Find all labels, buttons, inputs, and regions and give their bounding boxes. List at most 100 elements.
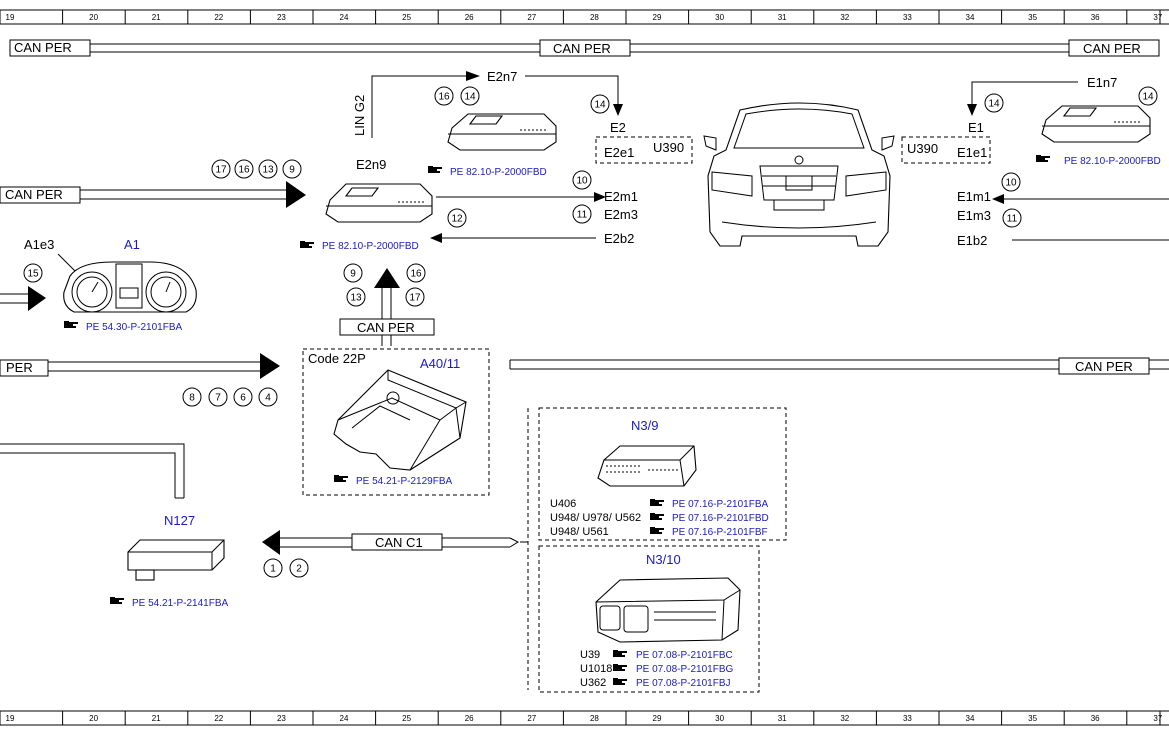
connector-circle	[182, 387, 202, 407]
e2m1-label: E2m1	[604, 189, 638, 204]
n3-9-label: N3/9	[631, 418, 658, 433]
n3-9-code: U406	[550, 498, 576, 510]
connector-number: 6	[240, 393, 246, 404]
connector-circle	[234, 159, 254, 179]
can-per-arrow-upper: CAN PER	[0, 181, 306, 208]
can-c1-label: CAN C1	[375, 535, 423, 550]
connector-number: 14	[594, 100, 606, 111]
connector-number: 16	[238, 165, 250, 176]
a1-instrument-cluster: A1e3 A1 PE 54.30-P-2101FBA	[24, 237, 197, 333]
lin-g2-label: LIN G2	[352, 95, 367, 136]
ruler-number: 19	[6, 13, 15, 22]
can-per-label-cut: CAN PER	[5, 187, 63, 202]
connector-number: 11	[1007, 214, 1018, 225]
ruler-number: 25	[402, 13, 411, 22]
ruler-number: 29	[653, 13, 662, 22]
n3-10-label: N3/10	[646, 552, 681, 567]
a40-11-ref: PE 54.21-P-2129FBA	[356, 476, 452, 487]
ruler-number: 21	[152, 13, 161, 22]
connector-number: 16	[410, 269, 422, 280]
code-22p-label: Code 22P	[308, 351, 366, 366]
connector-number: 12	[451, 214, 463, 225]
ruler-number: 24	[340, 714, 349, 723]
connector-number: 7	[215, 393, 221, 404]
ruler-number: 35	[1028, 13, 1037, 22]
connector-circle	[282, 159, 302, 179]
can-per-label-vertical: CAN PER	[357, 320, 415, 335]
ruler-number: 27	[527, 714, 536, 723]
connector-circle	[1002, 208, 1022, 228]
n3-9-code: U948/ U978/ U562	[550, 512, 641, 524]
connector-circle	[590, 94, 610, 114]
e1-label: E1	[968, 120, 984, 135]
connector-number: 13	[262, 165, 274, 176]
ruler-number: 28	[590, 13, 599, 22]
connector-number: 13	[350, 293, 362, 304]
ruler-number: 23	[277, 714, 286, 723]
e1m1-label: E1m1	[957, 189, 991, 204]
ruler-number: 36	[1091, 13, 1100, 22]
e1n7-module: PE 82.10-P-2000FBD	[1036, 105, 1161, 167]
can-per-bus-top: CAN PER CAN PER CAN PER	[9, 39, 1160, 57]
e1m3-label: E1m3	[957, 208, 991, 223]
ruler-number: 21	[152, 714, 161, 723]
ruler-number: 32	[840, 714, 849, 723]
can-per-label-middle-right: CAN PER	[1075, 359, 1133, 374]
connector-number: 8	[189, 393, 195, 404]
connector-number: 1	[270, 564, 276, 575]
ruler-number: 35	[1028, 714, 1037, 723]
connector-number: 14	[988, 99, 1000, 110]
ruler-number: 32	[840, 13, 849, 22]
ruler-number: 30	[715, 13, 724, 22]
a40-11-label: A40/11	[420, 356, 460, 371]
ruler-number: 25	[402, 714, 411, 723]
e1e1-label: E1e1	[957, 145, 987, 160]
connector-circle	[984, 93, 1004, 113]
e2n7-ref: PE 82.10-P-2000FBD	[450, 167, 547, 178]
can-per-bus-middle: PER CAN PER	[0, 353, 1169, 379]
connector-number: 2	[296, 564, 302, 575]
n3-10-ref: PE 07.08-P-2101FBC	[636, 650, 733, 661]
e2m3-label: E2m3	[604, 207, 638, 222]
connector-circle	[233, 387, 253, 407]
ruler-number: 24	[340, 13, 349, 22]
can-per-arrow-vertical: CAN PER	[339, 268, 435, 346]
can-per-label-center: CAN PER	[553, 41, 611, 56]
a1-label: A1	[124, 237, 140, 252]
connector-circle	[405, 287, 425, 307]
a1-ref: PE 54.30-P-2101FBA	[86, 322, 182, 333]
e1n7-label: E1n7	[1087, 75, 1117, 90]
ruler-number: 37	[1153, 13, 1162, 22]
connector-circle	[572, 170, 592, 190]
e2-headlamp: E2 E2e1 U390	[595, 120, 693, 164]
connector-number: 10	[1005, 178, 1017, 189]
n3-9-code: U948/ U561	[550, 526, 609, 538]
ruler-number: 28	[590, 714, 599, 723]
e2n9-ref: PE 82.10-P-2000FBD	[322, 241, 419, 252]
e1-signals: E1m1 E1m3 E1b2	[957, 189, 1169, 248]
connector-circle	[23, 263, 43, 283]
connector-number: 17	[215, 165, 227, 176]
ruler-number: 34	[966, 13, 975, 22]
e1n7-ref: PE 82.10-P-2000FBD	[1064, 156, 1161, 167]
ruler-number: 27	[527, 13, 536, 22]
connector-number: 14	[464, 92, 476, 103]
connector-circle	[1001, 172, 1021, 192]
ruler-number: 34	[966, 714, 975, 723]
n3-10-ref: PE 07.08-P-2101FBJ	[636, 678, 731, 689]
n3-9-ref: PE 07.16-P-2101FBF	[672, 527, 768, 538]
ruler-number: 37	[1153, 714, 1162, 723]
connector-circle	[460, 86, 480, 106]
e2b2-label: E2b2	[604, 231, 634, 246]
ruler-number: 26	[465, 13, 474, 22]
can-per-label-right: CAN PER	[1083, 41, 1141, 56]
ruler-number: 22	[214, 714, 223, 723]
connector-number: 10	[576, 176, 588, 187]
e2-label: E2	[610, 120, 626, 135]
ruler-number: 22	[214, 13, 223, 22]
connector-circle	[346, 287, 366, 307]
connector-number: 11	[577, 210, 588, 221]
